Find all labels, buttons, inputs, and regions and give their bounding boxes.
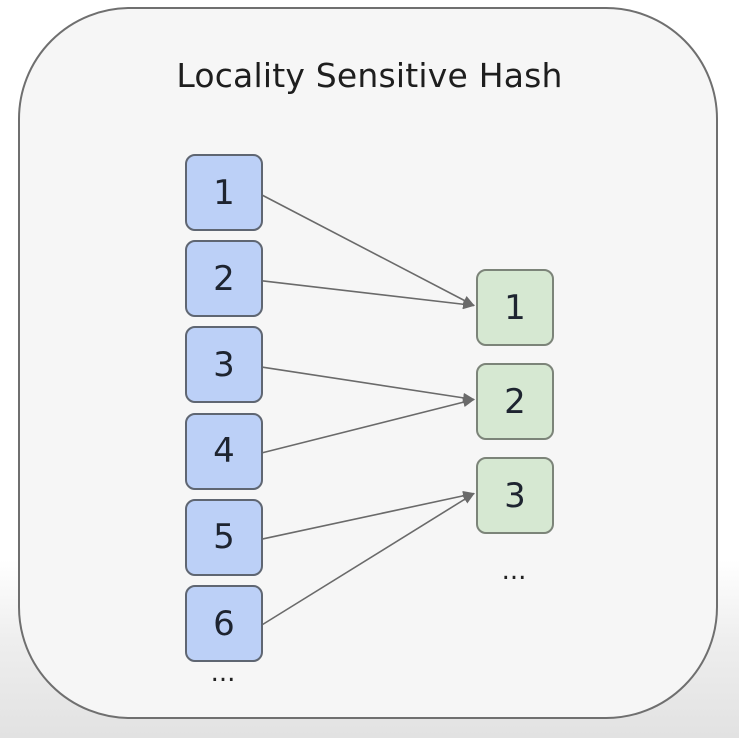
input-item-5: 5: [185, 498, 263, 576]
output-bucket-2: 2: [476, 363, 554, 440]
input-item-6: 6: [185, 585, 263, 662]
output-bucket-1: 1: [476, 269, 554, 346]
arrow-1-to-1: [260, 193, 475, 307]
input-more-ellipsis: ...: [210, 658, 236, 688]
arrow-3-to-2: [260, 366, 475, 403]
diagram-title: Locality Sensitive Hash: [176, 56, 563, 95]
arrow-6-to-3: [260, 492, 475, 627]
input-item-2: 2: [185, 240, 263, 318]
input-item-3: 3: [185, 326, 263, 404]
output-bucket-3: 3: [476, 457, 554, 534]
input-item-4: 4: [185, 412, 263, 490]
diagram-card: [18, 7, 718, 719]
arrow-5-to-3: [260, 490, 475, 541]
output-more-ellipsis: ...: [501, 556, 527, 586]
arrow-2-to-1: [260, 279, 475, 310]
arrow-4-to-2: [260, 397, 475, 454]
input-item-1: 1: [185, 154, 263, 231]
